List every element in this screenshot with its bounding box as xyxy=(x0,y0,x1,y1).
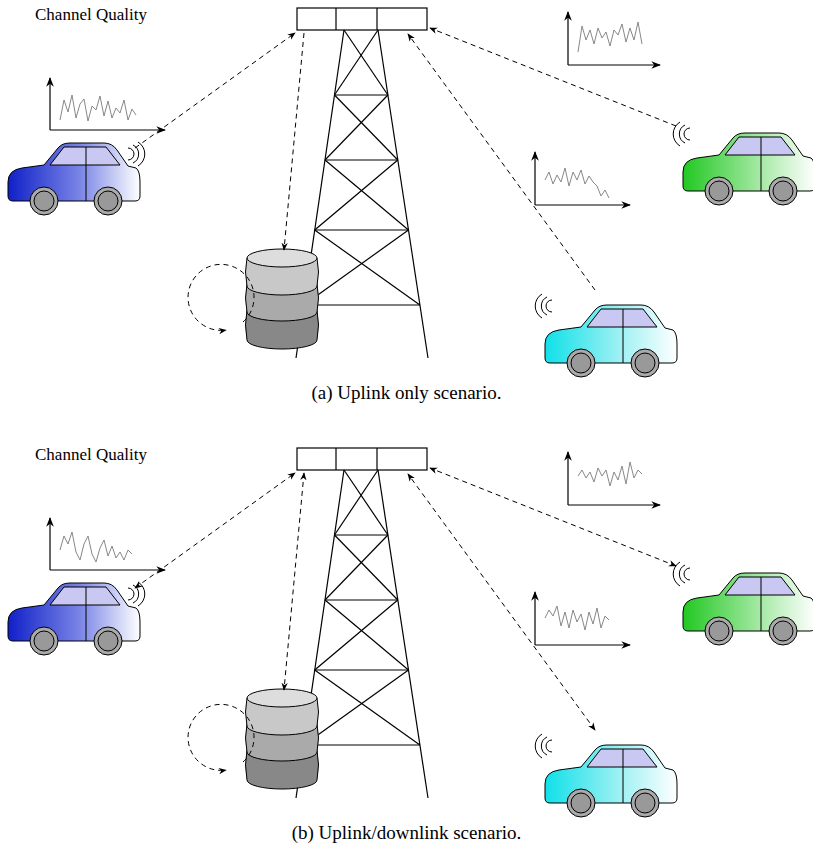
subfigure-caption: (a) Uplink only scenario. xyxy=(312,383,502,404)
axis-title: Channel Quality xyxy=(35,446,147,465)
subfigure-caption: (b) Uplink/downlink scenario. xyxy=(292,823,522,844)
axis-title: Channel Quality xyxy=(35,6,147,25)
